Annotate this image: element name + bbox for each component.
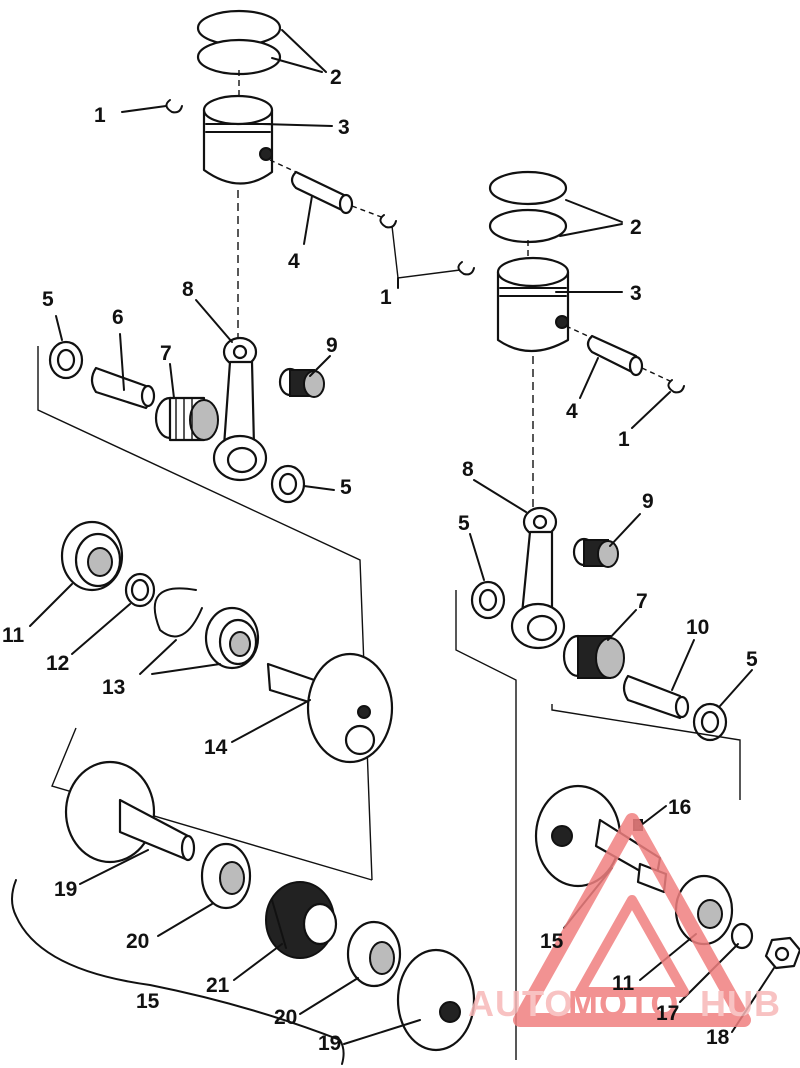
needle-bearing-right-big (562, 634, 625, 679)
watermark-triangle-icon (513, 813, 751, 1027)
callout-8-b: 8 (462, 458, 474, 481)
callout-4-right: 4 (566, 400, 578, 423)
callout-1-left: 1 (94, 104, 106, 127)
crankshaft-half-right (534, 784, 668, 894)
connecting-rod-right (510, 506, 566, 650)
callout-4-left: 4 (288, 250, 300, 273)
piston-right (496, 270, 570, 352)
right-conrod-group (455, 506, 741, 1060)
callout-15-b: 15 (540, 930, 564, 953)
left-crank-group (60, 520, 394, 764)
crank-flywheel-19-lower (396, 948, 476, 1052)
callout-2-left: 2 (330, 66, 342, 89)
callout-13: 13 (102, 676, 125, 699)
callout-9-b: 9 (642, 490, 654, 513)
piston-ring-upper-right (488, 170, 568, 206)
right-piston-group (391, 170, 685, 508)
watermark-moto: MOTO (568, 983, 679, 1024)
connecting-rod-left (212, 336, 268, 482)
crank-flywheel-19-upper (64, 760, 196, 864)
circlip-left-b (379, 214, 397, 229)
callout-5-d: 5 (746, 648, 758, 671)
callout-11-a: 11 (2, 624, 25, 647)
callout-7-a: 7 (160, 342, 172, 365)
callout-6: 6 (112, 306, 124, 329)
callout-1-right: 1 (618, 428, 630, 451)
crank-assembly-15 (11, 727, 476, 1065)
bearing-20-upper (200, 842, 252, 910)
callout-20-b: 20 (274, 1006, 297, 1029)
main-bearing-left (60, 520, 124, 592)
callout-12: 12 (46, 652, 69, 675)
watermark-auto: AUTO (468, 983, 573, 1024)
callout-20-a: 20 (126, 930, 149, 953)
callout-labels: 2 1 3 4 2 1 3 4 1 5 6 7 8 9 5 8 9 5 7 10… (2, 66, 758, 1055)
piston-ring-lower-left (196, 38, 282, 76)
callout-8-a: 8 (182, 278, 194, 301)
callout-17: 17 (656, 1002, 679, 1025)
circlip-right-b (667, 379, 685, 394)
watermark-hub: HUB (700, 983, 781, 1024)
watermark: AUTO MOTO HUB (468, 813, 781, 1027)
circlip-right-a (457, 261, 475, 276)
crank-pin-left (90, 366, 152, 410)
callout-9-a: 9 (326, 334, 338, 357)
callout-19-b: 19 (318, 1032, 341, 1055)
needle-bearing-left-big (154, 396, 219, 442)
piston-ring-lower-right (488, 208, 568, 244)
callout-16: 16 (668, 796, 691, 819)
leader-lines (29, 29, 775, 1045)
washer-17 (730, 922, 754, 950)
needle-bearing-left-small (278, 367, 325, 398)
callout-5-a: 5 (42, 288, 54, 311)
callout-3-right: 3 (630, 282, 642, 305)
callout-15-a: 15 (136, 990, 160, 1013)
callout-19-a: 19 (54, 878, 77, 901)
left-piston-group (165, 9, 397, 340)
left-conrod-group (37, 336, 373, 881)
bearing-13 (204, 606, 260, 670)
crankshaft-half-14 (266, 652, 394, 764)
bearing-20-lower (346, 920, 402, 988)
snap-ring-13 (153, 587, 203, 638)
callout-1-mid: 1 (380, 286, 392, 309)
callout-7-b: 7 (636, 590, 648, 613)
callout-5-b: 5 (340, 476, 352, 499)
labyrinth-seal-21 (265, 881, 338, 959)
callout-21: 21 (206, 974, 230, 997)
callout-3-left: 3 (338, 116, 350, 139)
callout-11-b: 11 (612, 972, 635, 995)
piston-left (202, 108, 274, 185)
bracket-15 (11, 879, 345, 1065)
callout-5-c: 5 (458, 512, 470, 535)
callout-10: 10 (686, 616, 709, 639)
needle-bearing-right-small (572, 537, 619, 568)
callout-14: 14 (204, 736, 228, 759)
callout-18: 18 (706, 1026, 730, 1049)
circlip-left-a (165, 99, 183, 114)
callout-2-right: 2 (630, 216, 642, 239)
